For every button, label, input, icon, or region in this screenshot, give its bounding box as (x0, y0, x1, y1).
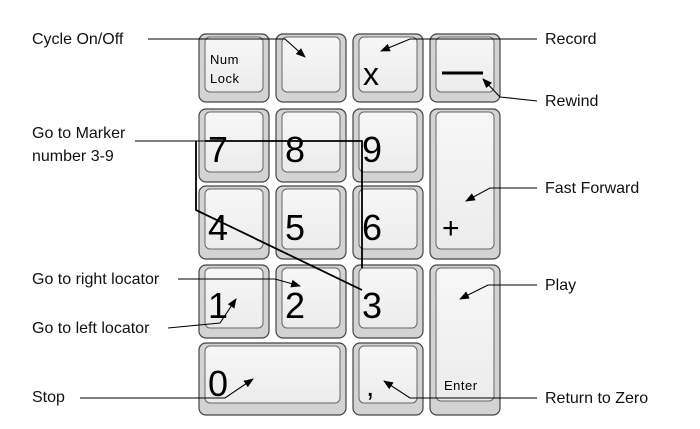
key-4[interactable]: 4 (198, 185, 270, 260)
label-return-to-zero: Return to Zero (545, 390, 648, 407)
key-5[interactable]: 5 (275, 185, 347, 260)
key-multiply-label: x (363, 56, 379, 92)
label-rewind: Rewind (545, 93, 598, 110)
key-7-label: 7 (208, 129, 228, 170)
key-9-label: 9 (362, 129, 382, 170)
key-enter-label: Enter (444, 378, 478, 393)
label-play: Play (545, 277, 576, 294)
key-decimal-label: , (366, 370, 374, 403)
return-zero-leader-arrow (383, 380, 537, 399)
right-locator-leader-arrow (178, 278, 301, 288)
key-num-lock-label-1: Num (210, 52, 239, 67)
key-plus[interactable]: + (429, 108, 501, 260)
rewind-leader-arrow (482, 78, 538, 102)
key-decimal[interactable]: , (352, 342, 424, 416)
key-0[interactable]: 0 (198, 342, 347, 416)
label-fast-forward: Fast Forward (545, 180, 639, 197)
key-3-label: 3 (362, 285, 382, 326)
key-7[interactable]: 7 (198, 108, 270, 183)
key-4-label: 4 (208, 207, 228, 248)
label-go-to-left-locator: Go to left locator (32, 320, 150, 337)
left-locator-leader-arrow (167, 298, 237, 329)
key-enter[interactable]: Enter (429, 264, 501, 416)
key-num-lock[interactable]: Num Lock (198, 33, 270, 103)
key-2[interactable]: 2 (275, 264, 347, 339)
key-2-label: 2 (285, 285, 305, 326)
key-9[interactable]: 9 (352, 108, 424, 183)
key-num-lock-label-2: Lock (210, 71, 239, 86)
key-6[interactable]: 6 (352, 185, 424, 260)
label-stop: Stop (32, 389, 65, 406)
key-3[interactable]: 3 (352, 264, 424, 339)
record-leader-arrow (380, 38, 537, 52)
key-plus-label: + (442, 212, 460, 245)
key-8-label: 8 (285, 129, 305, 170)
cycle-leader-arrow (148, 38, 306, 58)
marker-connector-line (195, 140, 363, 291)
key-5-label: 5 (285, 207, 305, 248)
label-go-to-marker-line1: Go to Marker (32, 125, 126, 142)
key-1-label: 1 (208, 285, 228, 326)
fast-forward-leader-arrow (465, 187, 537, 202)
key-6-label: 6 (362, 207, 382, 248)
label-go-to-right-locator: Go to right locator (32, 271, 160, 288)
play-leader-arrow (459, 284, 537, 300)
label-cycle-on-off: Cycle On/Off (32, 31, 124, 48)
label-go-to-marker-line2: number 3-9 (32, 148, 114, 165)
stop-leader-arrow (80, 378, 254, 399)
key-multiply[interactable]: x (352, 33, 424, 103)
key-8[interactable]: 8 (275, 108, 347, 183)
label-record: Record (545, 31, 597, 48)
key-slash[interactable] (275, 33, 347, 103)
key-minus[interactable] (429, 33, 501, 103)
key-0-label: 0 (208, 363, 228, 404)
